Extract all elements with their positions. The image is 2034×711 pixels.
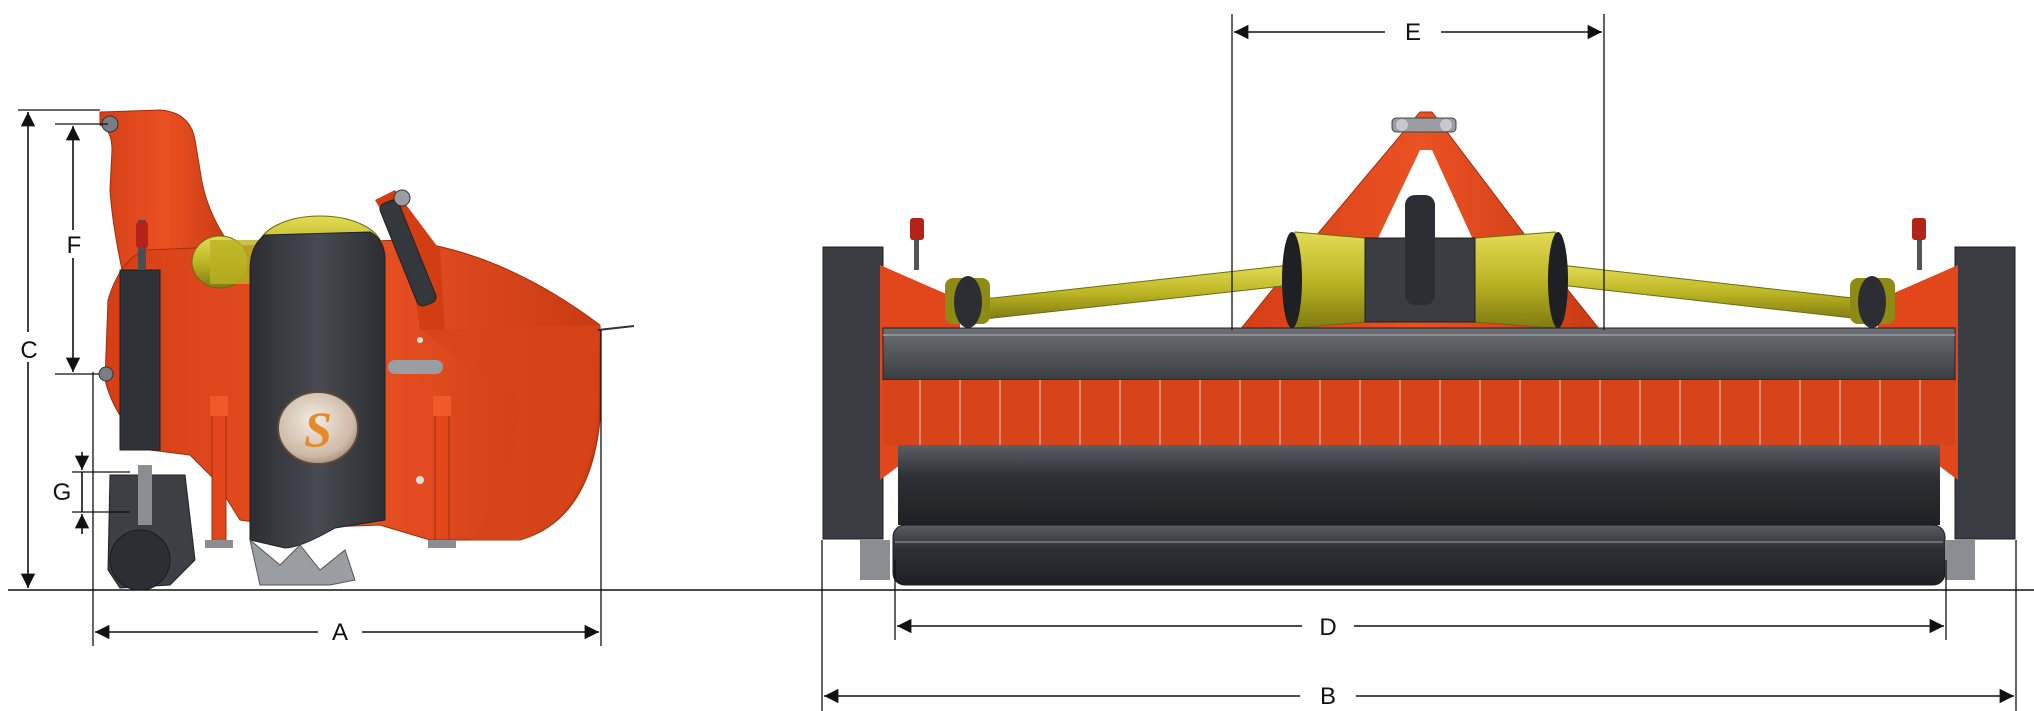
side-front-support xyxy=(119,269,161,451)
rear-side-plate-left xyxy=(822,246,884,540)
dim-label-c: C xyxy=(20,337,37,364)
dim-label-a: A xyxy=(332,619,348,646)
rear-rotor xyxy=(898,445,1940,525)
rear-driveshaft-left xyxy=(974,264,1293,321)
side-view: S xyxy=(99,109,635,591)
rear-side-plate-right xyxy=(1954,246,2016,540)
hydraulic-cylinder xyxy=(379,199,437,307)
rear-driveshaft-right xyxy=(1559,264,1871,321)
side-rotor-blades xyxy=(249,538,356,586)
brand-logo xyxy=(277,391,359,465)
side-leg-2 xyxy=(434,399,450,541)
rear-view-dimensions: E D B xyxy=(821,14,2017,711)
dim-label-d: D xyxy=(1319,614,1336,641)
side-rear-roller xyxy=(109,529,171,591)
dim-label-e: E xyxy=(1405,19,1421,46)
side-rear-deflector xyxy=(420,325,600,540)
rear-view xyxy=(822,111,2016,586)
side-view-dimensions: C F G A xyxy=(14,109,602,648)
rear-light-right xyxy=(1912,218,1926,240)
dim-label-g: G xyxy=(53,479,72,506)
side-drive-shield xyxy=(249,231,386,549)
dim-label-f: F xyxy=(67,232,82,259)
side-leg-1 xyxy=(211,399,227,546)
rear-hood xyxy=(882,327,1956,381)
rear-light-left xyxy=(910,218,924,240)
brand-logo-letter: S xyxy=(304,401,332,457)
rear-roller xyxy=(892,524,1946,586)
dim-label-b: B xyxy=(1320,683,1336,710)
rear-flap-panel xyxy=(883,380,1955,445)
